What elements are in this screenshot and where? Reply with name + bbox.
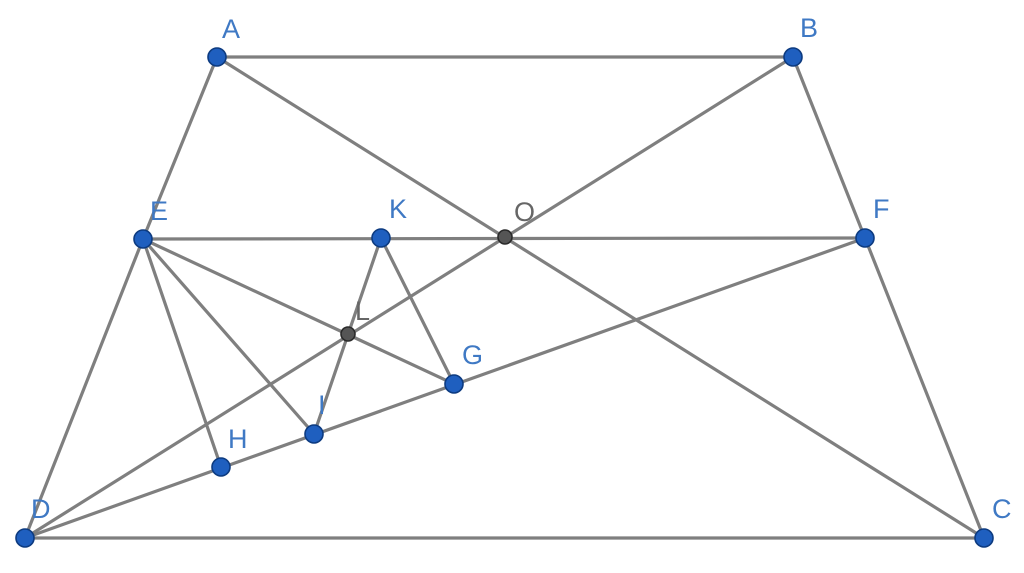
label-h: H [228, 424, 248, 454]
points-layer [15, 47, 994, 548]
segment-ea [141, 55, 219, 241]
label-l: L [355, 296, 370, 326]
label-c: C [992, 494, 1012, 524]
segment-df [23, 236, 867, 540]
point-l[interactable] [340, 326, 356, 342]
point-o[interactable] [497, 229, 513, 245]
labels-layer: A B C D E F G H I K L O [31, 13, 1012, 524]
segment-de [23, 237, 145, 540]
segment-ei [141, 237, 316, 436]
segment-ac [215, 55, 986, 540]
label-d: D [31, 494, 51, 524]
label-a: A [222, 14, 240, 44]
segments-layer [23, 55, 986, 540]
point-k[interactable] [371, 228, 391, 248]
point-h[interactable] [211, 457, 231, 477]
point-d[interactable] [15, 528, 35, 548]
point-e[interactable] [133, 229, 153, 249]
label-g: G [462, 340, 483, 370]
segment-kg [379, 236, 456, 386]
point-g[interactable] [444, 374, 464, 394]
label-o: O [514, 197, 535, 227]
segment-bf [791, 55, 867, 240]
label-f: F [873, 194, 890, 224]
label-b: B [800, 13, 818, 43]
label-i: I [318, 390, 326, 420]
label-k: K [389, 194, 407, 224]
point-i[interactable] [304, 424, 324, 444]
label-e: E [150, 196, 168, 226]
point-a[interactable] [207, 47, 227, 67]
point-c[interactable] [974, 528, 994, 548]
point-b[interactable] [783, 47, 803, 67]
segment-fc [863, 236, 986, 540]
segment-eh [141, 237, 223, 469]
segment-eg [141, 237, 456, 386]
point-f[interactable] [855, 228, 875, 248]
